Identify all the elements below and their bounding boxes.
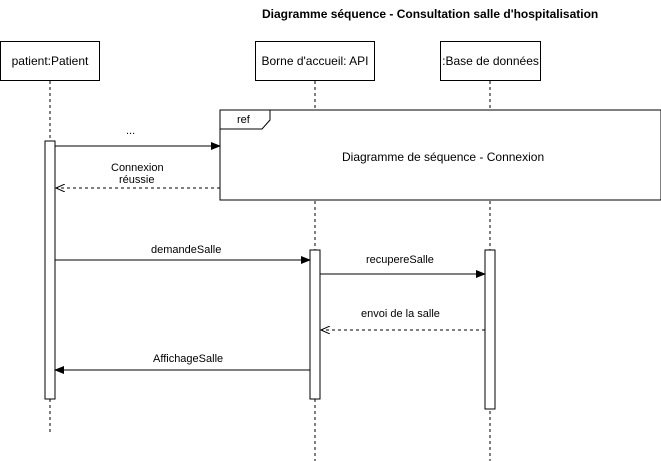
participant-borne: Borne d'accueil: API: [255, 41, 375, 81]
participant-borne-label: Borne d'accueil: API: [261, 54, 369, 68]
participant-bdd: :Base de données: [440, 41, 541, 81]
message-label-connect: ...: [126, 125, 136, 137]
message-label-connexion-line1: Connexion: [111, 162, 164, 174]
ref-frame-label: Diagramme de séquence - Connexion: [342, 150, 545, 164]
message-label-connexion-line2: réussie: [119, 174, 155, 186]
ref-frame-tag-box: [219, 109, 271, 130]
participant-bdd-label: :Base de données: [442, 54, 539, 68]
diagram-title: Diagramme séquence - Consultation salle …: [262, 7, 599, 21]
participant-patient: patient:Patient: [0, 41, 100, 81]
borne-activation-bar: [309, 249, 321, 400]
participant-patient-label: patient:Patient: [11, 54, 89, 68]
message-label-envoi-salle: envoi de la salle: [361, 308, 440, 320]
ref-frame: [219, 109, 661, 201]
message-label-affichage-salle: AffichageSalle: [153, 353, 224, 365]
bdd-activation-bar: [484, 249, 496, 410]
message-label-demande-salle: demandeSalle: [151, 244, 222, 256]
ref-frame-tag: ref: [237, 114, 250, 126]
message-label-recupere-salle: recupereSalle: [366, 254, 434, 266]
patient-activation-bar: [44, 140, 56, 400]
